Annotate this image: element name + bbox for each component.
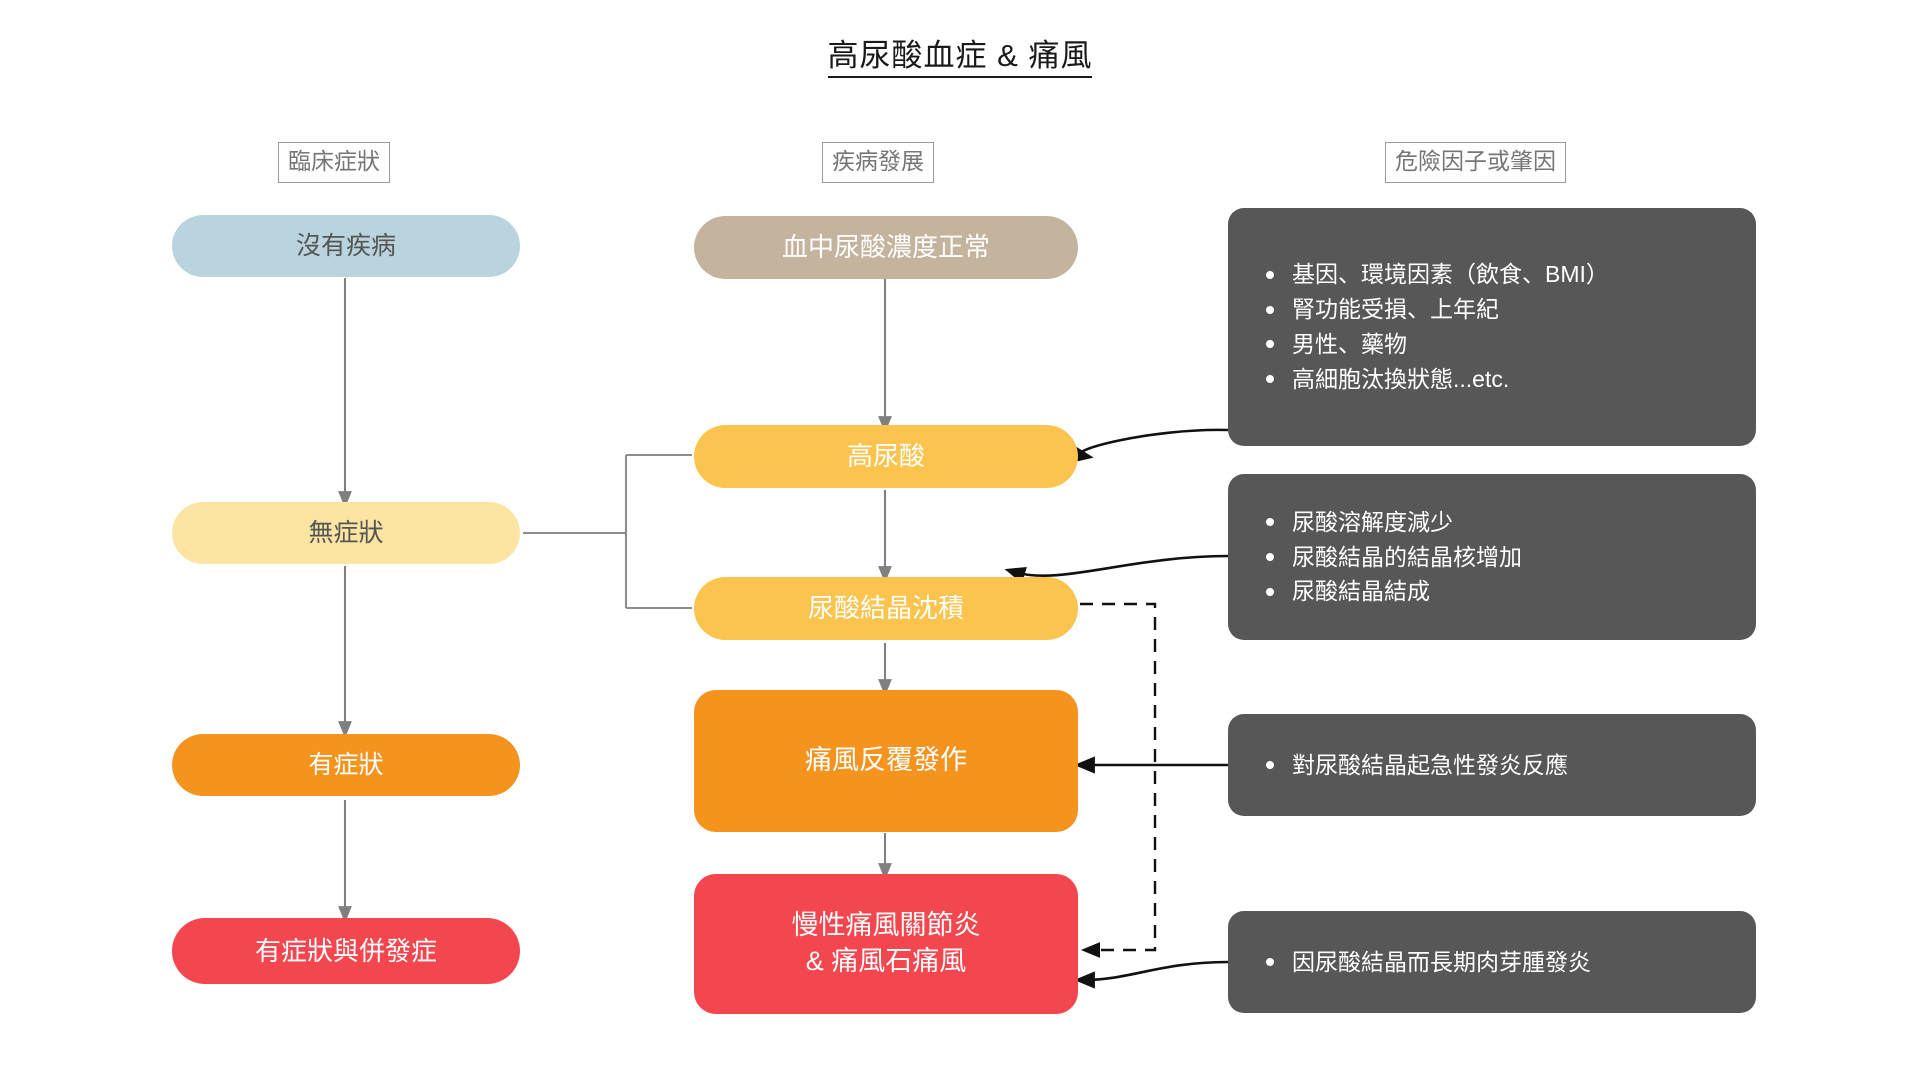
panel-crystal-formation-list: 尿酸溶解度減少 尿酸結晶的結晶核增加 尿酸結晶結成 <box>1262 505 1730 610</box>
node-hyperuricemia[interactable]: 高尿酸 <box>694 425 1078 488</box>
node-symptomatic[interactable]: 有症狀 <box>172 734 520 796</box>
list-item: 尿酸溶解度減少 <box>1262 505 1730 540</box>
node-chronic-gout-label-line2: & 痛風石痛風 <box>805 946 967 976</box>
list-item: 因尿酸結晶而長期肉芽腫發炎 <box>1262 945 1730 980</box>
list-item: 對尿酸結晶起急性發炎反應 <box>1262 748 1730 783</box>
panel-risk-factors[interactable]: 基因、環境因素（飲食、BMI） 腎功能受損、上年紀 男性、藥物 高細胞汰換狀態.… <box>1228 208 1756 446</box>
panel-granuloma[interactable]: 因尿酸結晶而長期肉芽腫發炎 <box>1228 911 1756 1013</box>
node-symptomatic-label: 有症狀 <box>308 750 384 779</box>
panel-acute-inflammation[interactable]: 對尿酸結晶起急性發炎反應 <box>1228 714 1756 816</box>
column-header-progression-label: 疾病發展 <box>832 148 924 174</box>
node-with-complications-label: 有症狀與併發症 <box>254 935 437 966</box>
node-normal-uric-acid-label: 血中尿酸濃度正常 <box>781 232 990 263</box>
node-no-disease[interactable]: 沒有疾病 <box>172 215 520 277</box>
node-chronic-gout[interactable]: 慢性痛風關節炎 & 痛風石痛風 <box>694 874 1078 1014</box>
node-urate-deposition-label: 尿酸結晶沈積 <box>807 593 964 624</box>
list-item: 男性、藥物 <box>1262 327 1730 362</box>
node-no-disease-label: 沒有疾病 <box>295 231 396 260</box>
list-item: 尿酸結晶的結晶核增加 <box>1262 540 1730 575</box>
list-item: 尿酸結晶結成 <box>1262 574 1730 609</box>
column-header-risk: 危險因子或肇因 <box>1385 142 1566 183</box>
column-header-clinical-label: 臨床症狀 <box>288 148 380 174</box>
column-header-progression: 疾病發展 <box>822 142 934 183</box>
node-recurrent-gout[interactable]: 痛風反覆發作 <box>694 690 1078 832</box>
page-title-text: 高尿酸血症 & 痛風 <box>827 38 1093 78</box>
arrow-risk-factors-to-hyperuricemia <box>1071 428 1229 463</box>
list-item: 基因、環境因素（飲食、BMI） <box>1262 257 1730 292</box>
panel-acute-inflammation-list: 對尿酸結晶起急性發炎反應 <box>1262 748 1730 783</box>
node-hyperuricemia-label: 高尿酸 <box>846 441 925 472</box>
arrow-crystal-formation-to-deposition <box>1004 554 1229 584</box>
list-item: 高細胞汰換狀態...etc. <box>1262 362 1730 397</box>
node-urate-deposition[interactable]: 尿酸結晶沈積 <box>694 577 1078 640</box>
panel-risk-factors-list: 基因、環境因素（飲食、BMI） 腎功能受損、上年紀 男性、藥物 高細胞汰換狀態.… <box>1262 257 1730 397</box>
node-recurrent-gout-label: 痛風反覆發作 <box>805 745 967 776</box>
arrow-granuloma-to-chronic-gout <box>1074 960 1229 989</box>
list-item: 腎功能受損、上年紀 <box>1262 292 1730 327</box>
column-header-risk-label: 危險因子或肇因 <box>1395 148 1556 174</box>
column-header-clinical: 臨床症狀 <box>278 142 390 183</box>
page-title: 高尿酸血症 & 痛風 <box>0 30 1920 78</box>
dashed-link-deposition-to-chronic-gout <box>1080 602 1157 958</box>
node-asymptomatic[interactable]: 無症狀 <box>172 502 520 564</box>
panel-crystal-formation[interactable]: 尿酸溶解度減少 尿酸結晶的結晶核增加 尿酸結晶結成 <box>1228 474 1756 640</box>
panel-granuloma-list: 因尿酸結晶而長期肉芽腫發炎 <box>1262 945 1730 980</box>
bracket-asymptomatic <box>523 453 692 610</box>
node-normal-uric-acid[interactable]: 血中尿酸濃度正常 <box>694 216 1078 279</box>
node-chronic-gout-label-line1: 慢性痛風關節炎 <box>791 910 981 941</box>
node-with-complications[interactable]: 有症狀與併發症 <box>172 918 520 984</box>
node-asymptomatic-label: 無症狀 <box>308 518 384 547</box>
